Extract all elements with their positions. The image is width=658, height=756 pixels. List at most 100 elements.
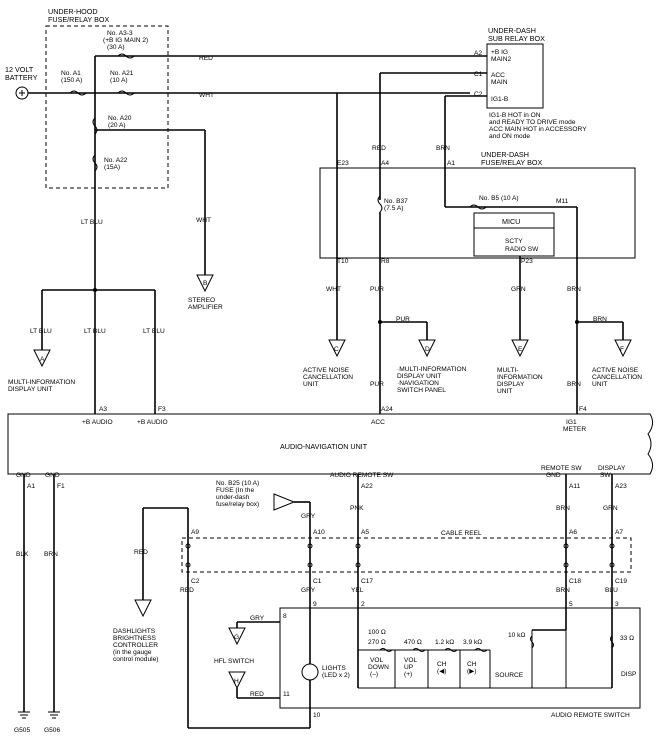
under-dash-fuse-relay-box: UNDER-DASH FUSE/RELAY BOX MICU SCTY RADI… (319, 150, 636, 259)
res-1k2: 1.2 kΩ (435, 639, 454, 646)
fuse-b25-1: No. B25 (10 A) (216, 480, 259, 487)
cable-reel-label: CABLE REEL (441, 530, 482, 537)
dash-label-4: (in the gauge (113, 649, 152, 656)
res-100: 100 Ω (368, 629, 386, 636)
connector-a: A (40, 356, 45, 363)
pin-a6: A6 (569, 529, 577, 536)
b-label-1: STEREO (188, 297, 215, 304)
sub-relay-note-2: and READY TO DRIVE mode (489, 119, 576, 126)
e-label-4: UNIT (497, 388, 512, 395)
fuse-b25-2: FUSE (In the (216, 487, 254, 494)
pin-p23: P23 (521, 258, 533, 265)
fuse-a21-2: (10 A) (110, 77, 128, 84)
connector-e: E (518, 346, 523, 353)
cable-reel: CABLE REEL (181, 530, 632, 573)
pin-11: 11 (283, 691, 290, 698)
c-label-3: UNIT (303, 381, 318, 388)
dash-label-3: CONTROLLER (113, 642, 158, 649)
wire-brn-1: BRN (567, 286, 581, 293)
fuse-b37-1: No. B37 (384, 198, 408, 205)
ch-left-1: CH (437, 661, 447, 668)
wire-wht-b: WHT (196, 217, 211, 224)
sub-relay-title-2: SUB RELAY BOX (488, 34, 545, 43)
pin-c18: C18 (569, 578, 581, 585)
pin-3: 3 (615, 601, 619, 608)
sub-relay-acc-main-1: ACC (491, 72, 505, 79)
pur-circuit (378, 212, 436, 414)
c-label-2: CANCELLATION (303, 374, 353, 381)
wire-brn-a6: BRN (556, 505, 570, 512)
wire-brn-3: BRN (567, 381, 581, 388)
unit-ig1: IG1 (566, 419, 577, 426)
connector-h: H (234, 678, 239, 685)
audio-remote-switch-label: AUDIO REMOTE SWITCH (551, 712, 630, 719)
d-label-1: ·MULTI-INFORMATION (397, 366, 467, 373)
switch-wires (357, 474, 613, 640)
fuse-a20-1: No. A20 (108, 115, 132, 122)
micu-label: MICU (502, 217, 520, 226)
fuse-b25-3: under-dash (216, 494, 250, 501)
wire-pur-1: PUR (370, 286, 384, 293)
connector-c: C (334, 346, 339, 353)
unit-remote-sw-1: REMOTE SW (541, 465, 582, 472)
source-label: SOURCE (495, 672, 524, 679)
b-label-2: AMPLIFIER (188, 304, 223, 311)
res-270: 270 Ω (368, 639, 386, 646)
ground-g505: G505 (14, 727, 30, 734)
hfl-switch-label: HFL SWITCH (214, 658, 254, 665)
b25-connector (273, 493, 311, 610)
wire-pur-2: PUR (396, 316, 410, 323)
pin-2: 2 (361, 601, 365, 608)
fuse-symbols (69, 53, 487, 213)
wire-gry-8: GRY (250, 615, 265, 622)
pin-a11: A11 (569, 483, 581, 490)
fuse-a21-1: No. A21 (110, 70, 134, 77)
vol-up-1: VOL (404, 657, 418, 664)
connector-b: B (203, 280, 208, 287)
fuse-b37-2: (7.5 A) (384, 205, 403, 212)
battery-label-1: 12 VOLT (5, 65, 34, 74)
under-hood-fuse-relay-box: UNDER-HOOD FUSE/RELAY BOX (45, 7, 169, 189)
pin-a5: A5 (361, 529, 369, 536)
fuse-a33-2: (+B IG MAIN 2) (103, 37, 148, 44)
pin-5: 5 (569, 601, 573, 608)
wire-pur-3: PUR (370, 381, 384, 388)
wire-gry-1: GRY (301, 513, 316, 520)
unit-display-sw-1: DISPLAY (598, 465, 626, 472)
wire-brn-a1: BRN (436, 145, 450, 152)
pin-a4: A4 (381, 160, 389, 167)
ch-left-2: (◀) (437, 668, 446, 675)
ground-g506: G506 (44, 727, 60, 734)
disp-label: DISP (621, 671, 637, 678)
wire-pnk: PNK (350, 505, 364, 512)
pin-10: 10 (313, 712, 321, 719)
pin-c1: C1 (474, 71, 483, 78)
res-10k: 10 kΩ (508, 632, 525, 639)
lights-label-2: (LED x 2) (322, 672, 350, 679)
resistor-ladder (357, 629, 614, 689)
pin-c17: C17 (361, 578, 373, 585)
stereo-amp-connector (196, 274, 214, 293)
wire-yel: YEL (351, 587, 364, 594)
lt-blu-bus (33, 288, 156, 414)
sub-relay-title-1: UNDER-DASH (488, 26, 536, 35)
dash-label-2: BRIGHTNESS (113, 635, 156, 642)
wire-red-11: RED (250, 691, 264, 698)
pin-e23: E23 (337, 160, 349, 167)
unit-b-audio-1: +B AUDIO (82, 419, 113, 426)
vol-down-3: (–) (370, 671, 378, 678)
scty-label-1: SCTY (505, 238, 523, 245)
lights-label-1: LIGHTS (322, 665, 346, 672)
dash-label-5: control module) (113, 656, 158, 663)
sub-relay-ig-main2-1: +B IG (491, 49, 508, 56)
pin-a1-gnd: A1 (27, 483, 35, 490)
wire-blk: BLK (16, 551, 29, 558)
unit-meter: METER (563, 426, 586, 433)
pin-8: 8 (283, 613, 287, 620)
connector-d: D (425, 346, 430, 353)
wire-red-top: RED (199, 55, 213, 62)
sub-relay-note-4: and ON mode (489, 133, 530, 140)
d-label-2: DISPLAY UNIT (397, 373, 441, 380)
pin-c2: C2 (474, 91, 483, 98)
c-label-1: ACTIVE NOISE (303, 367, 350, 374)
